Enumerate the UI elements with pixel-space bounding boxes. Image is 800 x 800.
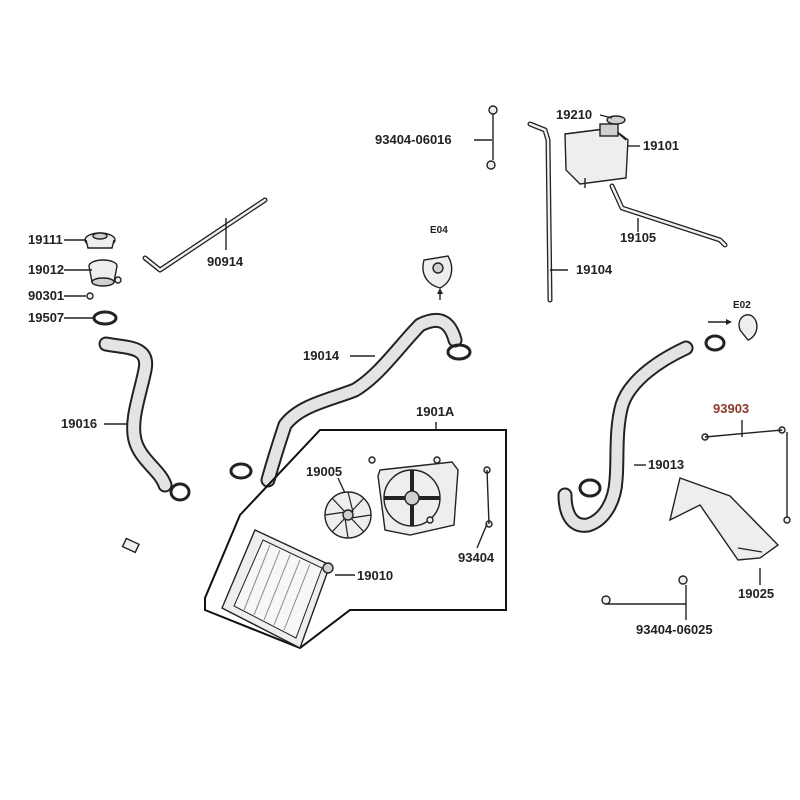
tube-19105 [609,183,728,248]
label-19010: 19010 [357,568,393,583]
bolts-93404-06025 [601,575,688,605]
clamp-19507 [92,310,118,326]
e02-arrow-head [726,319,732,325]
label-1901A: 1901A [416,404,455,419]
label-19013: 19013 [648,457,684,472]
label-19014: 19014 [303,348,340,363]
radiator-19010 [221,529,334,649]
label-19104: 19104 [576,262,613,277]
fitting-e02 [738,314,758,341]
label-19101: 19101 [643,138,679,153]
pipe-90914 [142,197,268,273]
cap-19111 [84,232,116,249]
label-19016: 19016 [61,416,97,431]
pipe-19104 [527,121,553,303]
label-90301: 90301 [28,288,64,303]
reservoir-19101 [564,123,629,188]
label-e02: E02 [733,300,751,311]
hose-19014 [260,313,463,488]
clamp-lower-19016 [169,482,191,502]
filler-neck-19012 [88,259,122,287]
fitting-e04 [422,255,453,289]
label-93903: 93903 [713,401,749,416]
clamp-19014-upper [446,343,472,361]
hose-clip-93903 [701,426,791,524]
bolts-93404 [483,466,493,528]
label-19210: 19210 [556,107,592,122]
hose-19013 [557,340,694,533]
label-e04: E04 [430,225,448,236]
fan-shroud [368,456,459,536]
clamp-19013-lower [578,478,602,498]
label-19507: 19507 [28,310,64,325]
label-19005: 19005 [306,464,342,479]
label-90914: 90914 [207,254,244,269]
hose-19016 [98,336,173,493]
clamp-19014-lower [229,462,253,480]
label-19025: 19025 [738,586,774,601]
fan-19005 [324,491,372,539]
label-19012: 19012 [28,262,64,277]
e04-arrow-head [437,288,443,294]
bolt-90301 [86,292,94,300]
guard-19025 [668,477,780,561]
drain-plug [121,537,140,554]
clamp-19013-upper [704,334,726,352]
clips-93404-06016 [486,105,498,170]
label-93404-06025: 93404-06025 [636,622,713,637]
label-19111: 19111 [28,232,63,247]
label-93404-06016: 93404-06016 [375,132,452,147]
label-19105: 19105 [620,230,656,245]
label-93404: 93404 [458,550,495,565]
